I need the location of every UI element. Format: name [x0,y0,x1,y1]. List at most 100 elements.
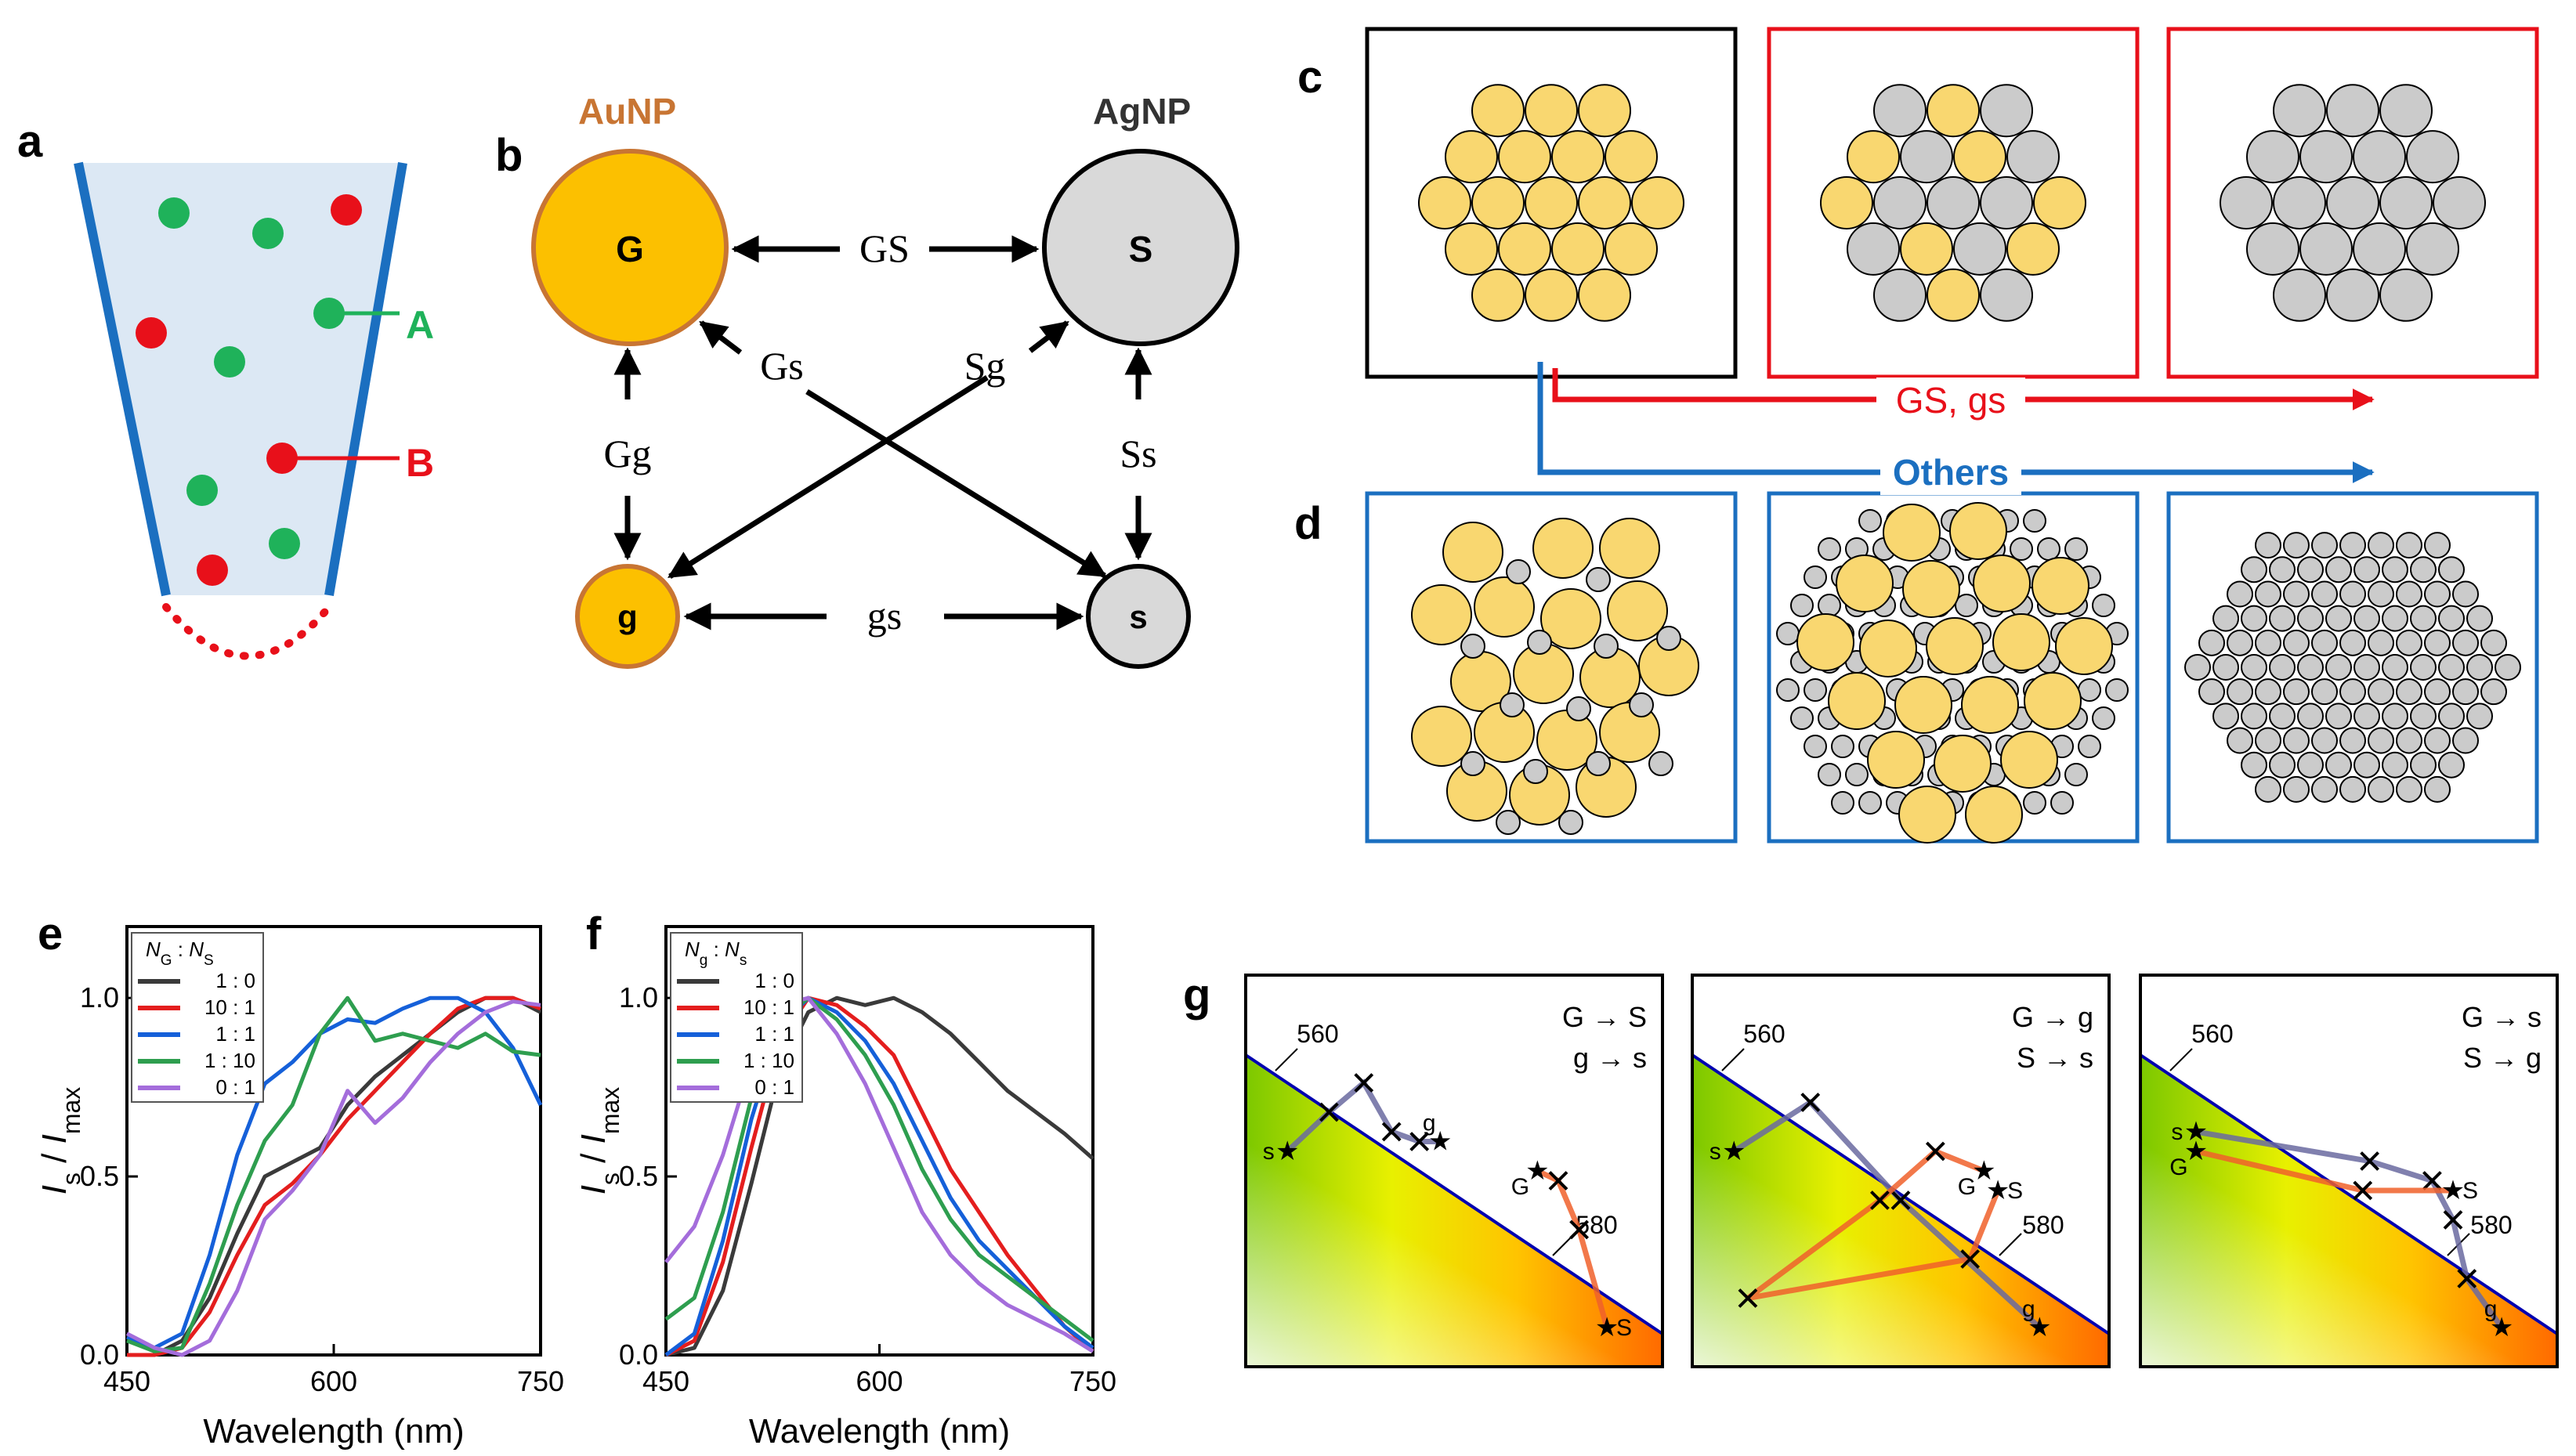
np-d3-silver-71 [2297,703,2324,730]
np-d3-silver-92 [2382,751,2408,779]
np-d3-silver-96 [2283,775,2310,803]
np-c2-gold-11 [2033,176,2086,229]
y-axis-label-part-3: I [574,1134,613,1143]
y-axis-label-part-1: s [57,1172,85,1185]
np-d3-silver-9 [2297,556,2324,583]
np-d2-gold-15 [1867,731,1925,789]
np-d3-silver-54 [2438,654,2465,681]
legend-entry-4: 0 : 1 [215,1075,255,1099]
np-c1-gold-1 [1525,84,1578,138]
np-d3-silver-56 [2495,654,2521,681]
legend-entry-3: 1 : 10 [204,1049,255,1072]
np-d3-silver-10 [2325,556,2352,583]
np-d1-silver-2 [1460,634,1485,659]
panel-a: a A B [17,116,434,660]
legend-entry-3: 1 : 10 [743,1049,794,1072]
np-d3-silver-28 [2325,605,2352,632]
packing-d2-large-small-dense [1776,502,2129,844]
cie-point-label-3: S [2462,1178,2478,1204]
np-d3-silver-95 [2255,775,2281,803]
x-tick-label-2: 750 [1069,1365,1116,1397]
np-d2-gold-10 [2055,617,2113,675]
np-c3-silver-10 [2379,176,2433,229]
np-d3-silver-99 [2368,775,2394,803]
np-c1-gold-3 [1445,130,1498,184]
np-c2-silver-14 [1953,222,2006,276]
node-g-small-gold [575,564,680,669]
np-d3-silver-15 [2227,580,2253,608]
np-d1-gold-3 [1411,584,1472,645]
np-c2-silver-6 [2006,130,2060,184]
legend-box [670,932,803,1103]
np-d1-silver-4 [1594,634,1619,659]
cie-point-label-3: S [1616,1315,1632,1341]
y-axis-label: Is / Imax [574,1087,624,1195]
np-d2-silver-14 [2010,537,2033,561]
cie-trajectory-red [1746,1147,2001,1301]
node-S-label: S [1129,229,1153,269]
np-c1-gold-18 [1578,268,1631,322]
np-d1-silver-3 [1527,630,1552,655]
tick-560-label: 560 [1297,1020,1338,1048]
cie-point-label-0: s [1263,1139,1275,1165]
np-d1-gold-1 [1532,518,1594,579]
y-tick-label-1: 0.5 [80,1160,119,1192]
series-line-4 [125,999,541,1357]
x-axis-label: Wavelength (nm) [749,1412,1010,1451]
cie-point-label-2: G [2169,1154,2187,1180]
np-d3-silver-5 [2396,532,2422,559]
np-d3-silver-27 [2297,605,2324,632]
cie-caption-1: G → s [2462,1001,2542,1033]
np-d2-silver-119 [2050,791,2074,815]
np-d3-silver-7 [2241,556,2267,583]
np-c2-silver-12 [1847,222,1900,276]
np-d3-silver-26 [2269,605,2296,632]
np-c1-gold-5 [1551,130,1605,184]
legend-title-part-1: g [700,952,708,969]
np-d1-silver-11 [1586,751,1611,776]
np-d3-silver-0 [2255,532,2281,559]
tick-580-label: 580 [2022,1211,2064,1239]
cie-caption-1: G → S [1562,1001,1647,1033]
np-c3-silver-0 [2273,84,2326,138]
cie-star-1-0: ★ [2184,1136,2208,1166]
np-d2-silver-118 [2023,791,2046,815]
np-d3-silver-6 [2424,532,2451,559]
np-d3-silver-31 [2410,605,2437,632]
np-d3-silver-70 [2269,703,2296,730]
np-c1-gold-16 [1471,268,1525,322]
np-c3-silver-12 [2246,222,2299,276]
np-d3-silver-63 [2368,678,2394,706]
np-d2-gold-0 [1883,504,1941,562]
np-d3-silver-38 [2311,629,2338,656]
legend-title: NG : NS [146,938,214,969]
np-d3-silver-8 [2269,556,2296,583]
np-d3-silver-40 [2368,629,2394,656]
node-s-small-silver [1086,564,1191,669]
arrow-Sg-to-S [1028,320,1069,353]
np-d3-silver-97 [2311,775,2338,803]
np-d3-silver-34 [2198,629,2225,656]
np-d2-silver-110 [2064,763,2088,786]
cie-frame-outline [2139,974,2559,1368]
tick-580-label: 580 [2470,1211,2512,1239]
np-c2-gold-17 [1927,268,1980,322]
np-d3-silver-89 [2297,751,2324,779]
np-c3-silver-1 [2326,84,2379,138]
np-c3-silver-7 [2220,176,2273,229]
np-c3-silver-8 [2273,176,2326,229]
y-tick-label-2: 1.0 [80,981,119,1013]
np-d3-silver-73 [2353,703,2380,730]
np-d3-silver-75 [2410,703,2437,730]
tube-wall-left [74,161,171,597]
np-d2-gold-9 [1992,613,2050,671]
np-d2-gold-8 [1926,617,1984,675]
np-d1-gold-0 [1442,522,1503,583]
np-d3-silver-41 [2396,629,2422,656]
packing-c3-all-silver [2220,84,2486,322]
np-d2-silver-77 [2105,678,2129,702]
cie-point-label-3: S [2007,1178,2023,1204]
np-d3-silver-2 [2311,532,2338,559]
np-c2-silver-8 [1873,176,1927,229]
